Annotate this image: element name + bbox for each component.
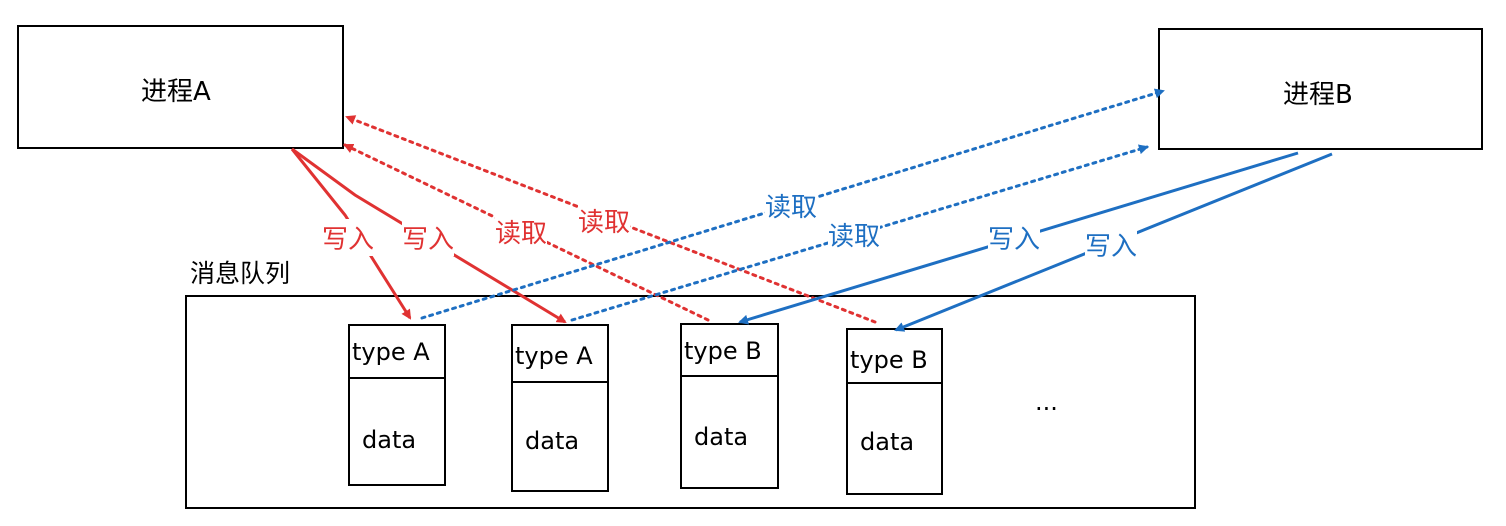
message-data: data [694, 423, 749, 451]
message-1: type A data [348, 324, 446, 486]
message-header: type B [682, 325, 777, 377]
message-data: data [525, 427, 580, 455]
message-3: type B data [680, 323, 779, 489]
message-type: type A [515, 342, 593, 370]
edge-label-a-write-1: 写入 [322, 219, 375, 256]
queue-more-ellipsis: ... [1035, 388, 1058, 416]
message-type: type B [850, 346, 928, 374]
arrow-a-write-2 [291, 147, 567, 324]
edge-label-a-read-1: 读取 [495, 213, 548, 250]
process-a-box: 进程A [17, 25, 344, 149]
edge-label-b-read-2: 读取 [828, 216, 881, 253]
message-4: type B data [846, 328, 943, 495]
message-data: data [362, 426, 417, 454]
process-a-label: 进程A [141, 77, 211, 107]
message-header: type B [848, 330, 941, 384]
edge-label-b-read-1: 读取 [765, 187, 818, 224]
message-data: data [860, 428, 915, 456]
edge-label-b-write-1: 写入 [988, 219, 1041, 256]
arrow-a-write-1 [290, 148, 412, 320]
message-type: type B [684, 337, 762, 365]
message-type: type A [352, 338, 430, 366]
message-header: type A [513, 326, 607, 383]
message-2: type A data [511, 324, 609, 492]
process-b-label: 进程B [1283, 80, 1353, 110]
message-header: type A [350, 326, 444, 379]
queue-label: 消息队列 [190, 259, 291, 288]
edge-label-a-read-2: 读取 [578, 202, 631, 239]
edge-label-b-write-2: 写入 [1085, 226, 1138, 263]
process-b-box: 进程B [1158, 28, 1483, 150]
edge-label-a-write-2: 写入 [402, 219, 455, 256]
